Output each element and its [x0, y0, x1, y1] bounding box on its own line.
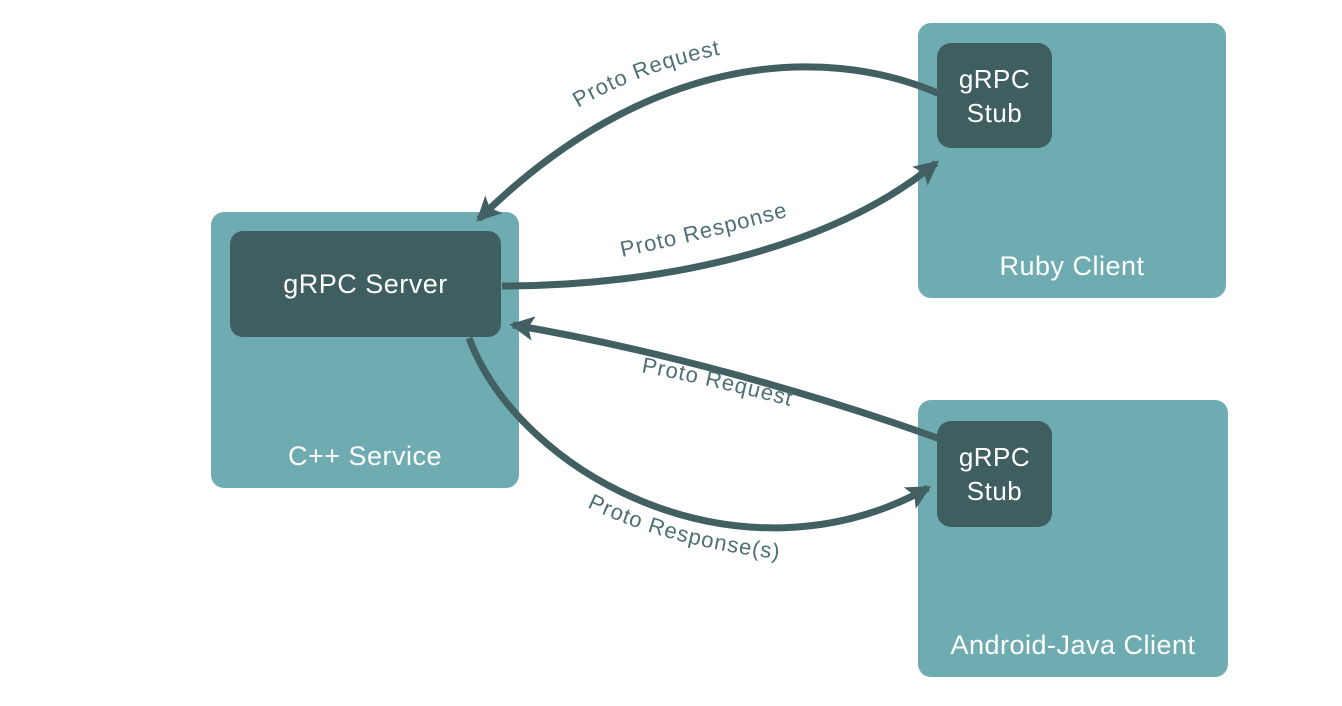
arrow-proto-response-server-to-android: [465, 336, 932, 532]
android-grpc-stub-box: gRPC Stub: [937, 421, 1052, 527]
svg-text:Proto Response: Proto Response: [618, 197, 790, 262]
arrow-label-proto-response-top: Proto Response: [618, 197, 789, 262]
android-grpc-stub-line1: gRPC: [958, 442, 1031, 472]
grpc-server-box: gRPC Server: [230, 231, 501, 337]
arrow-proto-request-android-to-server: [509, 316, 942, 443]
ruby-grpc-stub-line2: Stub: [966, 97, 1023, 128]
label-guide-path-1: [578, 40, 865, 108]
grpc-server-label: gRPC Server: [283, 268, 448, 299]
cpp-service-label: C++ Service: [287, 441, 443, 471]
android-grpc-stub-line2: Stub: [966, 476, 1023, 506]
ruby-grpc-stub-line1: gRPC: [958, 63, 1031, 94]
ruby-client-label: Ruby Client: [999, 251, 1145, 281]
svg-text:Proto Response(s): Proto Response(s): [585, 489, 782, 564]
svg-text:Proto Request: Proto Request: [640, 352, 796, 411]
label-guide-path-4: [587, 507, 910, 566]
android-java-client-label: Android-Java Client: [950, 630, 1196, 660]
label-guide-path-2: [622, 172, 930, 257]
svg-text:Proto Request: Proto Request: [568, 35, 722, 112]
arrow-label-proto-request-bottom: Proto Request: [640, 352, 795, 411]
arrow-label-proto-responses-bottom: Proto Response(s): [585, 489, 781, 564]
arrow-label-proto-request-top: Proto Request: [568, 35, 721, 112]
label-guide-path-3: [641, 372, 905, 440]
arrow-proto-request-ruby-to-server: [476, 63, 942, 222]
ruby-grpc-stub-box: gRPC Stub: [937, 43, 1052, 148]
arrow-proto-response-server-to-ruby: [501, 160, 939, 290]
